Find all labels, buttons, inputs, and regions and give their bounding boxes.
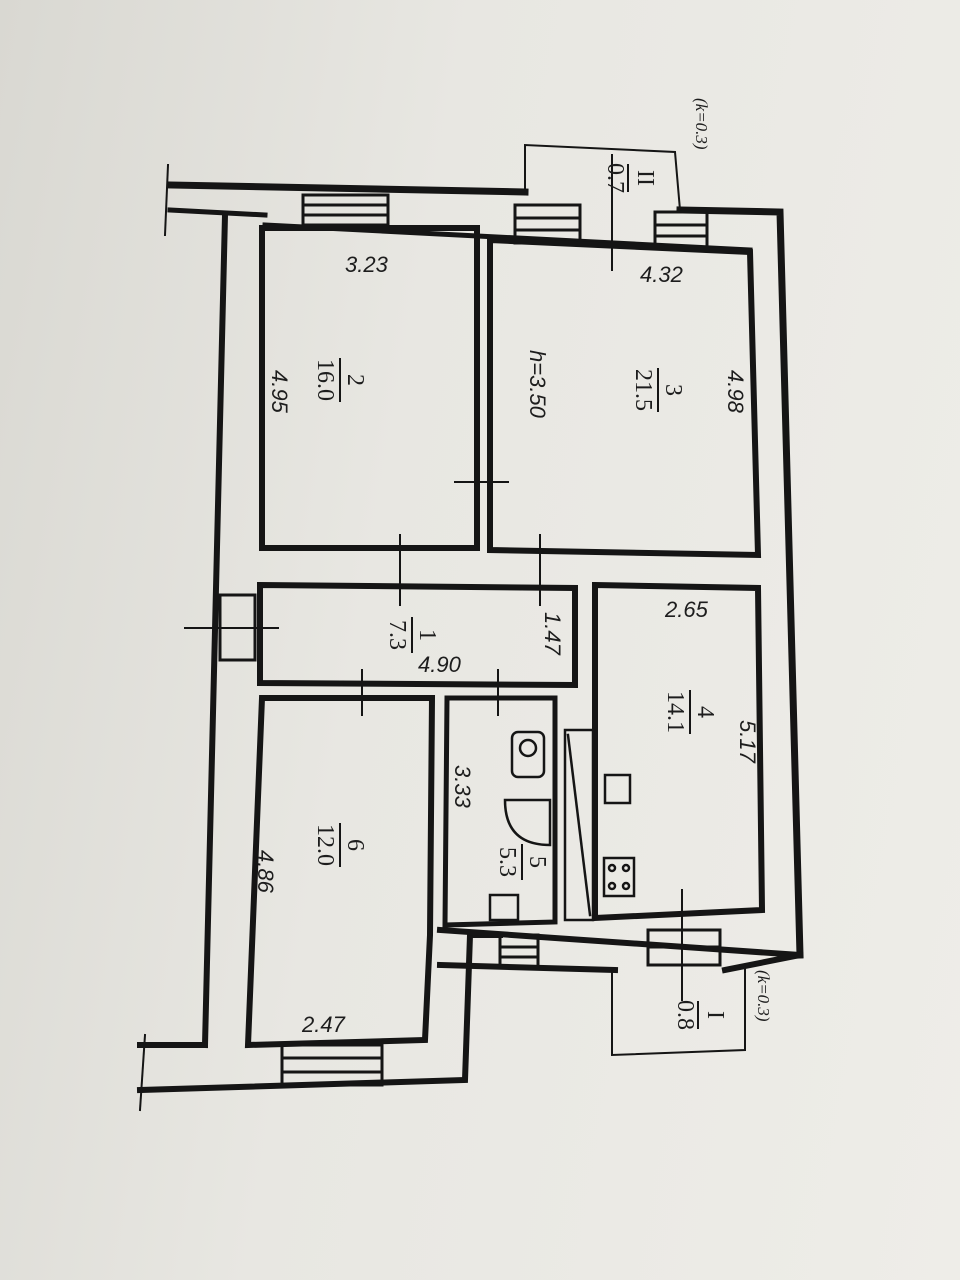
- room-5-width: 3.33: [450, 765, 475, 809]
- room-1-number: 1: [414, 629, 440, 641]
- room-4-label: 4 14.1: [662, 690, 718, 734]
- room-6-label: 6 12.0: [312, 823, 368, 867]
- room-3-length: 4.32: [640, 262, 683, 287]
- balcony-II-label: (k=0.3) II 0.7: [602, 98, 711, 193]
- room-2-label: 2 16.0: [312, 358, 368, 402]
- room-2-width: 4.95: [267, 370, 292, 414]
- room-4-number: 4: [692, 706, 718, 718]
- room-4-walls: [592, 581, 766, 922]
- room-1-walls: [257, 581, 578, 689]
- room-6-number: 6: [342, 839, 368, 851]
- bathtub-icon: [563, 728, 595, 922]
- balcony-II-coef: (k=0.3): [692, 98, 711, 150]
- stove-icon: [602, 856, 636, 898]
- door-marks: [138, 154, 683, 1112]
- room-3-height: h=3.50: [525, 350, 550, 419]
- room-4-length: 2.65: [664, 597, 709, 622]
- room-2-number: 2: [342, 374, 368, 386]
- balcony-I-outline: [611, 964, 746, 1057]
- partition-wall: [476, 239, 491, 549]
- room-5-label: 5 5.3: [494, 844, 550, 880]
- shower-icon: [488, 893, 520, 922]
- balcony-II-area: 0.7: [602, 163, 628, 193]
- room-3-number: 3: [660, 384, 686, 396]
- room-1-length: 4.90: [418, 652, 462, 677]
- room-6-width: 4.86: [253, 850, 278, 894]
- balcony-II-number: II: [632, 170, 658, 186]
- sink-icon: [503, 798, 552, 847]
- room-2-area: 16.0: [312, 359, 338, 401]
- kitchen-sink-icon: [603, 773, 632, 805]
- room-3-area: 21.5: [630, 369, 656, 411]
- room-6-walls: [244, 695, 436, 1049]
- room-1-area: 7.3: [384, 620, 410, 650]
- bathroom-fixtures: [488, 728, 636, 922]
- outer-wall-top: [166, 181, 804, 959]
- toilet-icon: [510, 730, 546, 779]
- room-1-label: 1 7.3: [384, 617, 440, 653]
- room-6-area: 12.0: [312, 824, 338, 866]
- room-5-area: 5.3: [494, 847, 520, 877]
- room-3-label: 3 21.5: [630, 368, 686, 412]
- balcony-I-label: I 0.8 (k=0.3): [672, 970, 773, 1030]
- balcony-I-coef: (k=0.3): [754, 970, 773, 1022]
- room-5-walls: [442, 695, 558, 928]
- room-1-width: 1.47: [540, 612, 565, 656]
- room-2-length: 3.23: [345, 252, 389, 277]
- room-5-number: 5: [524, 856, 550, 868]
- room-3-width: 4.98: [723, 370, 748, 414]
- room-4-width: 5.17: [735, 720, 760, 764]
- balcony-I-number: I: [702, 1011, 728, 1019]
- windows: [218, 193, 722, 1087]
- balcony-II-outline: [524, 143, 682, 212]
- room-4-area: 14.1: [662, 691, 688, 733]
- balcony-I-area: 0.8: [672, 1000, 698, 1030]
- room-6-length: 2.47: [301, 1012, 346, 1037]
